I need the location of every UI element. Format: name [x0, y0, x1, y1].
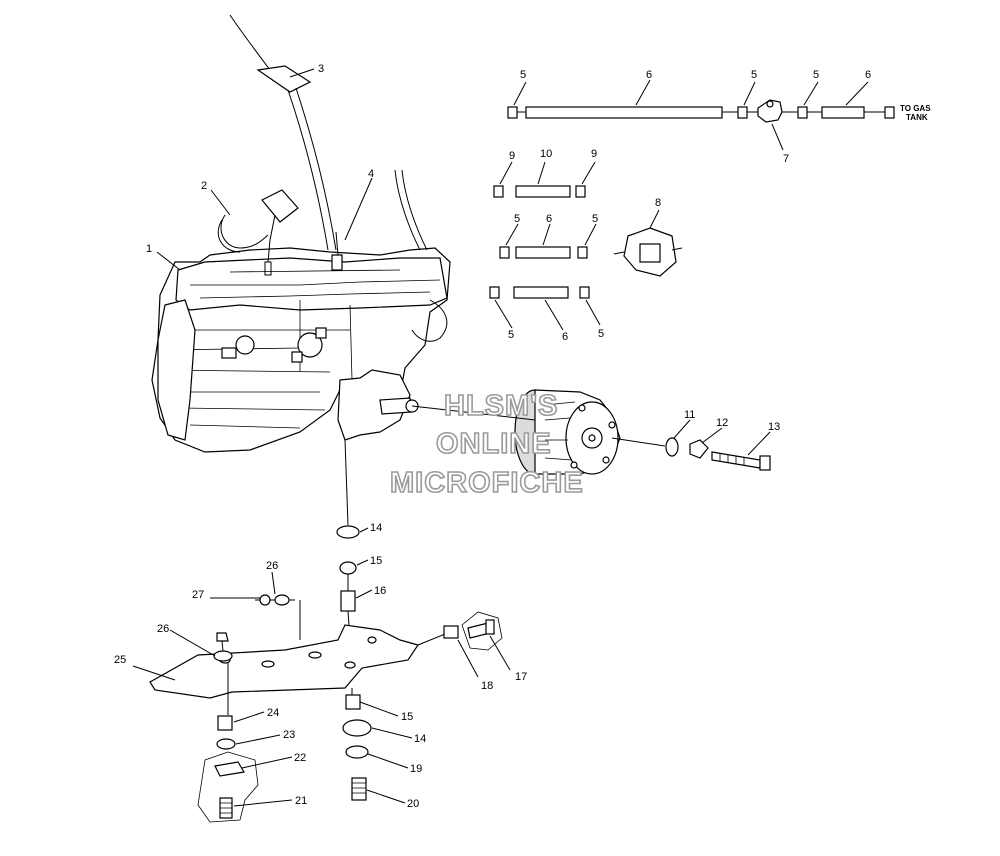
- callout-21: 21: [295, 795, 307, 807]
- callout-6-d: 6: [562, 331, 568, 343]
- fasteners-17-18: [443, 611, 503, 651]
- callout-5-d: 5: [514, 213, 520, 225]
- callout-5-a: 5: [520, 69, 526, 81]
- callout-15-a: 15: [370, 555, 382, 567]
- callout-15-b: 15: [401, 711, 413, 723]
- spacer-16: [340, 590, 356, 612]
- fuel-line-assembly: [489, 99, 895, 299]
- engine-mount-stack: [336, 439, 360, 641]
- watermark-line1: HLSM'S: [444, 390, 558, 422]
- fasteners-26-27: [210, 594, 290, 715]
- washer-11: [665, 437, 679, 457]
- callout-2: 2: [201, 180, 207, 192]
- callout-16: 16: [374, 585, 386, 597]
- callout-22: 22: [294, 752, 306, 764]
- washer-14-top: [336, 525, 360, 539]
- callout-9-b: 9: [591, 148, 597, 160]
- watermark: HLSM'S ONLINE MICROFICHE: [389, 389, 584, 500]
- callout-9-a: 9: [509, 150, 515, 162]
- callout-13: 13: [768, 421, 780, 433]
- watermark-line2: ONLINE: [436, 428, 552, 460]
- callout-5-b: 5: [751, 69, 757, 81]
- callout-5-f: 5: [508, 329, 514, 341]
- watermark-line3: MICROFICHE: [390, 467, 584, 499]
- callout-12: 12: [716, 417, 728, 429]
- callout-5-g: 5: [598, 328, 604, 340]
- callout-6-c: 6: [546, 213, 552, 225]
- clutch-bolt-stack: [611, 437, 771, 471]
- drive-clutch: [411, 389, 621, 475]
- callout-24: 24: [267, 707, 279, 719]
- callout-1: 1: [146, 243, 152, 255]
- callout-14-b: 14: [414, 733, 426, 745]
- to-gas-tank-label-line1: TO GAS: [900, 104, 931, 113]
- leader-lines: [132, 68, 869, 807]
- mount-stack-left: [197, 715, 259, 823]
- callout-10: 10: [540, 148, 552, 160]
- callout-7: 7: [783, 153, 789, 165]
- callout-17: 17: [515, 671, 527, 683]
- callout-26-b: 26: [157, 623, 169, 635]
- callout-5-e: 5: [592, 213, 598, 225]
- callout-8: 8: [655, 197, 661, 209]
- engine-assembly: [151, 169, 451, 453]
- callout-labels: 1 2 3 4 5 6 5 5 6 7 8 9 10 9 5 6 5 5 6 5…: [114, 63, 931, 810]
- callout-26-a: 26: [266, 560, 278, 572]
- callout-25: 25: [114, 654, 126, 666]
- engine-mount-plate: [149, 599, 451, 699]
- callout-3: 3: [318, 63, 324, 75]
- washer-12: [689, 439, 709, 459]
- callout-6-b: 6: [865, 69, 871, 81]
- callout-27: 27: [192, 589, 204, 601]
- throttle-cable: [229, 14, 337, 251]
- callout-6-a: 6: [646, 69, 652, 81]
- callout-5-c: 5: [813, 69, 819, 81]
- callout-14-a: 14: [370, 522, 382, 534]
- callout-19: 19: [410, 763, 422, 775]
- callout-4: 4: [368, 168, 374, 180]
- mount-stack-right: [342, 688, 372, 801]
- callout-23: 23: [283, 729, 295, 741]
- callout-18: 18: [481, 680, 493, 692]
- to-gas-tank-label-line2: TANK: [906, 113, 928, 122]
- bushing-15-top: [339, 561, 357, 575]
- callout-20: 20: [407, 798, 419, 810]
- callout-11: 11: [684, 409, 695, 421]
